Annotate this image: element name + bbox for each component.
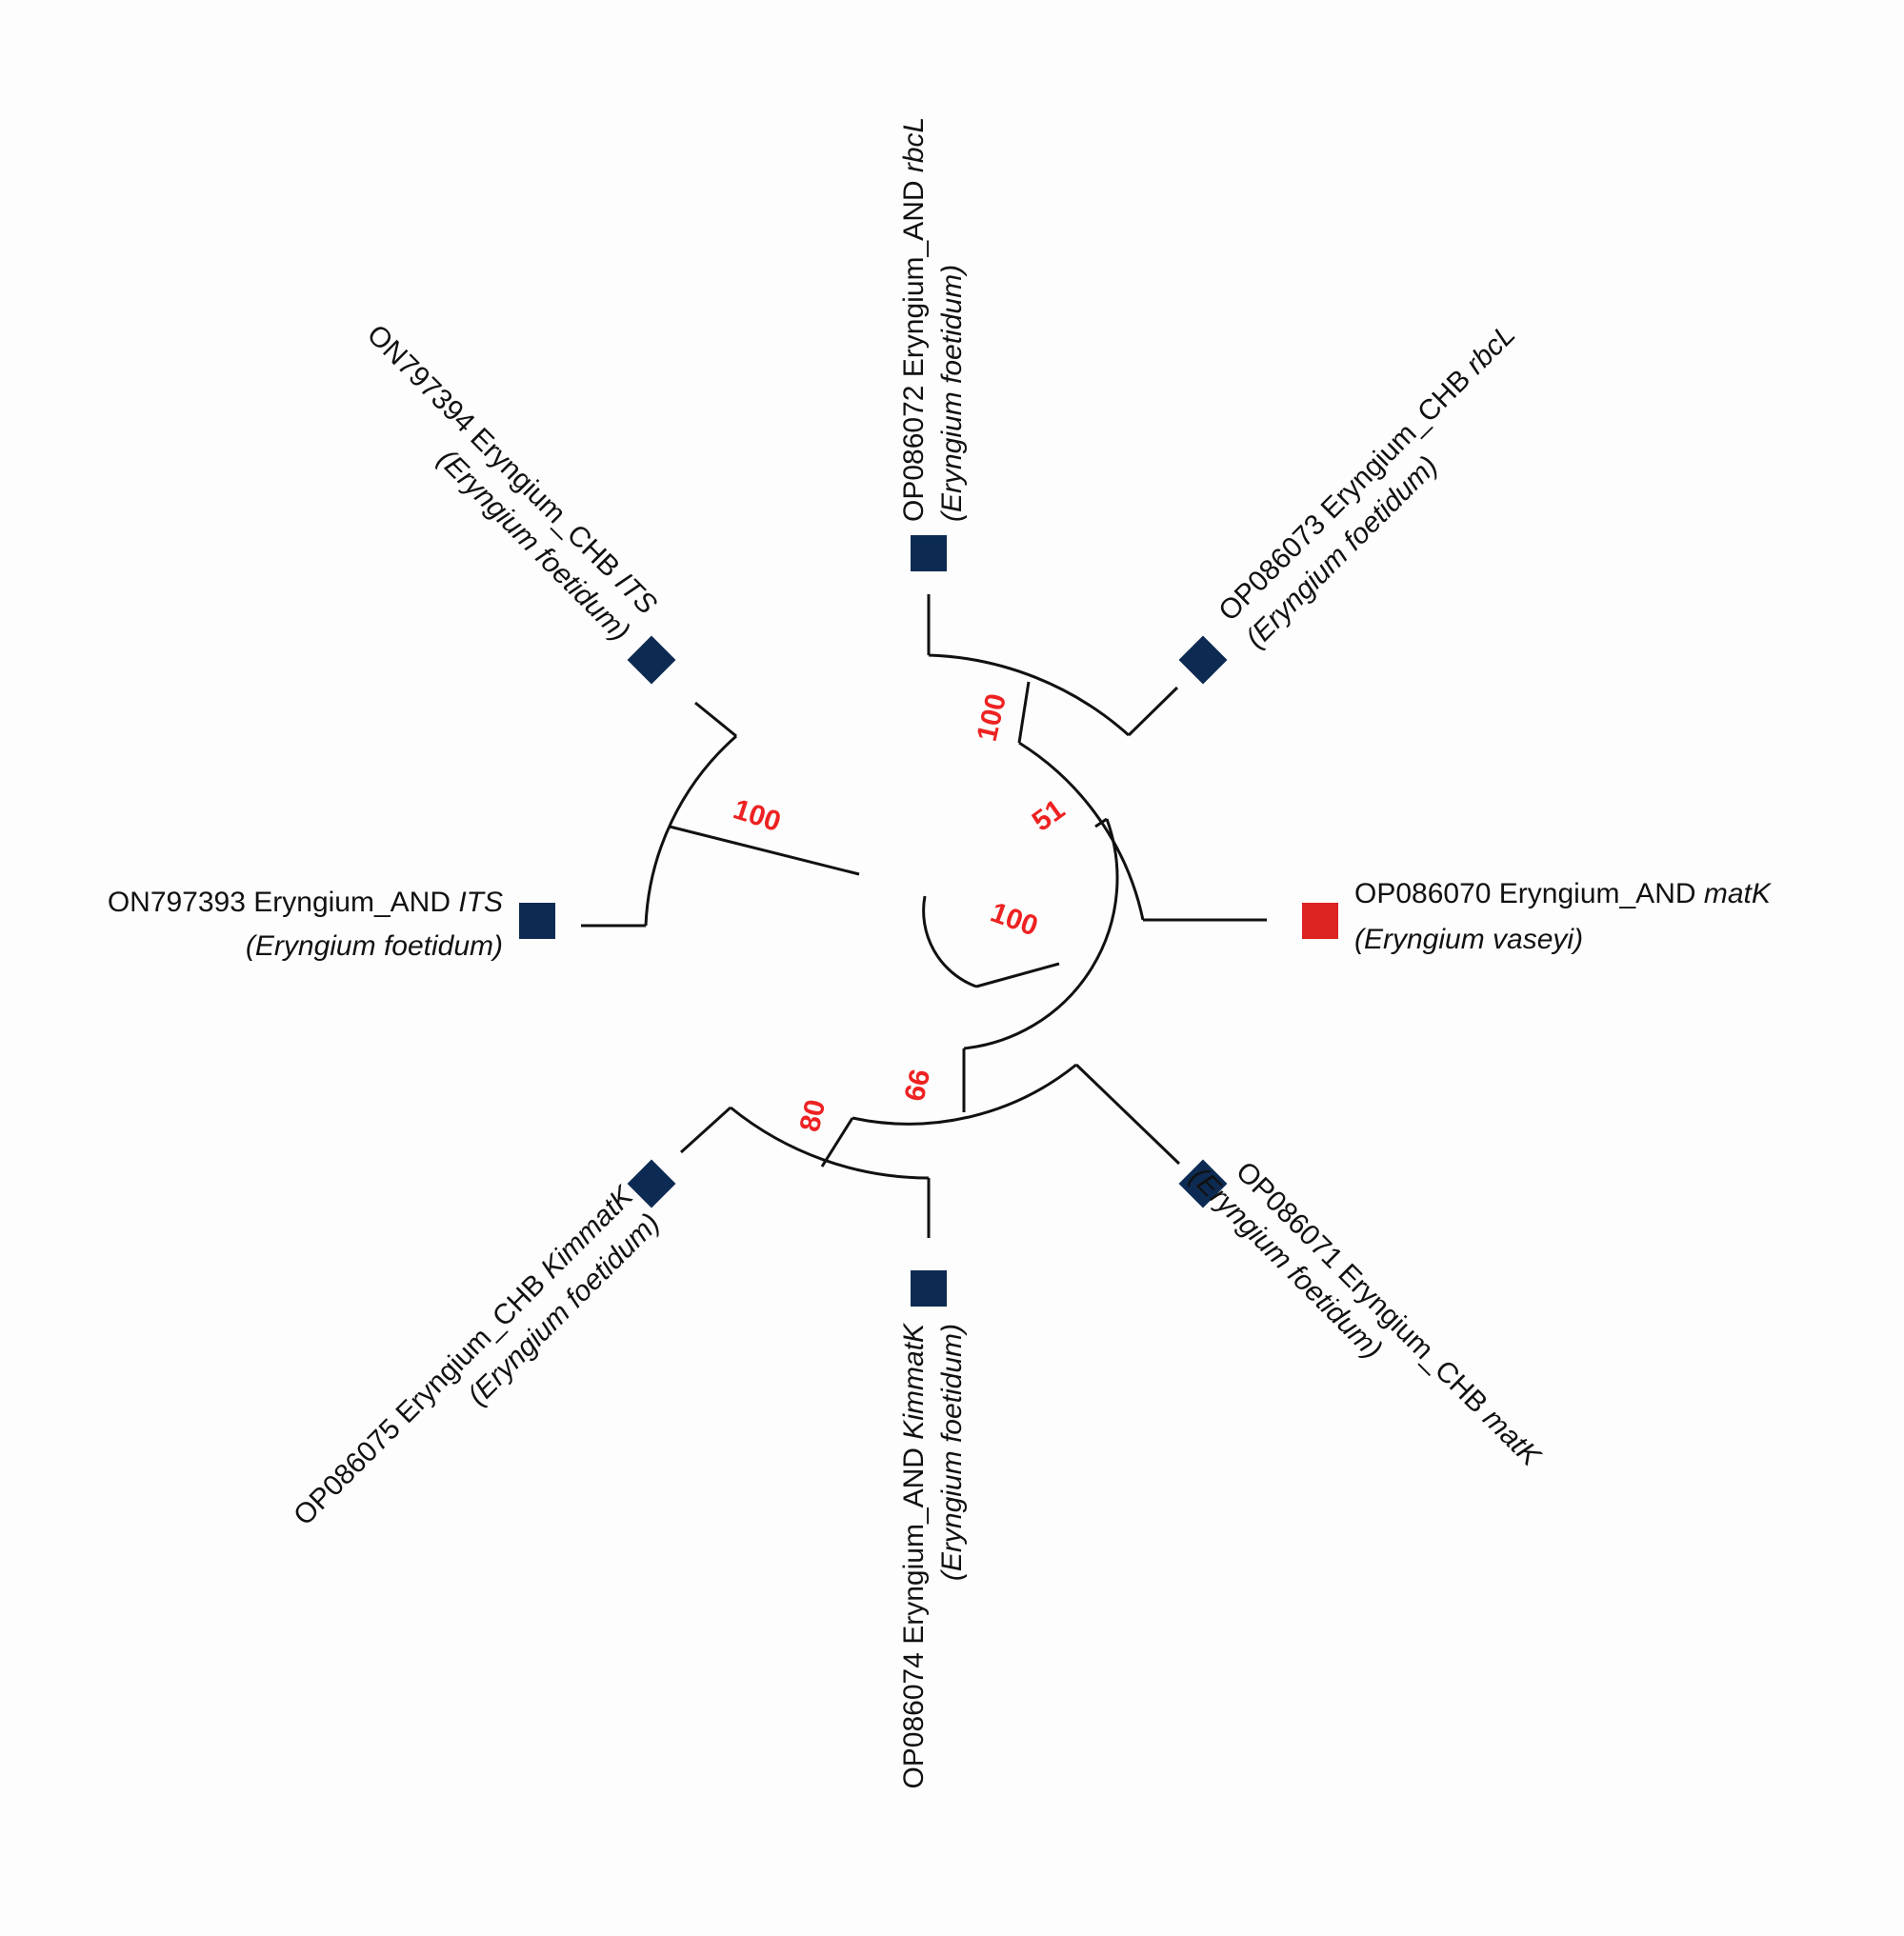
label-on797393-line1: ON797393 Eryngium_AND ITS [108,887,503,918]
bootstrap-rbcl-clade: 100 [972,690,1012,744]
root-arc [922,895,977,988]
bootstrap-rbcl-matk-clade: 51 [1027,793,1071,837]
label-on797393: ON797393 Eryngium_AND ITS (Eryngium foet… [108,887,503,962]
its-arc [644,734,737,927]
label-op086071-line1: OP086071 Eryngium_CHB matK [1230,1156,1548,1474]
branch-root-to-inner [975,962,1060,988]
branch-root-to-its [669,825,860,876]
tree-branches [581,594,1267,1238]
label-op086070: OP086070 Eryngium_AND matK (Eryngium vas… [1354,878,1773,955]
label-op086074-species: (Eryngium foetidum) [936,1324,968,1581]
marker-op086075 [627,1159,676,1208]
bootstrap-kimmatk-matk-clade: 66 [899,1067,937,1105]
label-op086075-line1: OP086075 Eryngium_CHB KimmatK [288,1179,640,1531]
rbcl-arc [928,653,1131,737]
bootstrap-kimmatk-clade: 80 [794,1097,832,1135]
marker-op086072 [911,535,947,571]
branch-to-rbcl-node [1017,681,1031,744]
marker-on797393 [519,903,555,939]
leaf-labels: ON797393 Eryngium_AND ITS (Eryngium foet… [108,117,1773,1789]
label-op086073-line1: OP086073 Eryngium_CHB rbcL [1213,319,1521,628]
marker-op086070 [1302,903,1338,939]
label-op086075: OP086075 Eryngium_CHB KimmatK (Eryngium … [288,1179,666,1531]
branch-to-op086071 [1074,1063,1181,1166]
label-op086071: OP086071 Eryngium_CHB matK (Eryngium foe… [1184,1156,1548,1474]
rbcl-matk-arc [1018,741,1145,921]
marker-op086074 [911,1270,947,1307]
label-op086072-species: (Eryngium foetidum) [936,265,968,522]
bootstrap-its-clade: 100 [730,793,785,838]
label-on797394: ON797394 Eryngium_CHB ITS (Eryngium foet… [361,319,663,648]
label-op086070-line1: OP086070 Eryngium_AND matK [1354,878,1773,909]
branch-to-op086073 [1127,686,1179,737]
label-on797393-species: (Eryngium foetidum) [246,930,503,962]
kimmatk-arc [730,1106,930,1180]
bootstrap-inner-clade: 100 [987,897,1042,943]
label-op086074: OP086074 Eryngium_AND KimmatK (Eryngium … [898,1322,968,1789]
label-op086072: OP086072 Eryngium_AND rbcL (Eryngium foe… [898,117,968,522]
inner-arc [963,818,1119,1050]
label-on797394-line1: ON797394 Eryngium_CHB ITS [361,319,663,621]
marker-op086073 [1178,635,1228,685]
kimmatk-matk-arc [852,1063,1077,1126]
branch-its-to-on797394 [694,701,737,738]
bootstrap-values: 100 100 51 100 66 80 [730,690,1071,1134]
label-op086072-line1: OP086072 Eryngium_AND rbcL [898,117,930,522]
label-op086074-line1: OP086074 Eryngium_AND KimmatK [898,1322,930,1789]
branch-to-kimmatk-node [820,1117,854,1168]
marker-on797394 [627,635,676,685]
branch-to-op086075 [679,1106,732,1154]
label-op086073: OP086073 Eryngium_CHB rbcL (Eryngium foe… [1213,319,1521,654]
label-op086070-species: (Eryngium vaseyi) [1354,924,1583,955]
leaf-markers [519,535,1338,1307]
marker-op086071 [1178,1159,1228,1208]
